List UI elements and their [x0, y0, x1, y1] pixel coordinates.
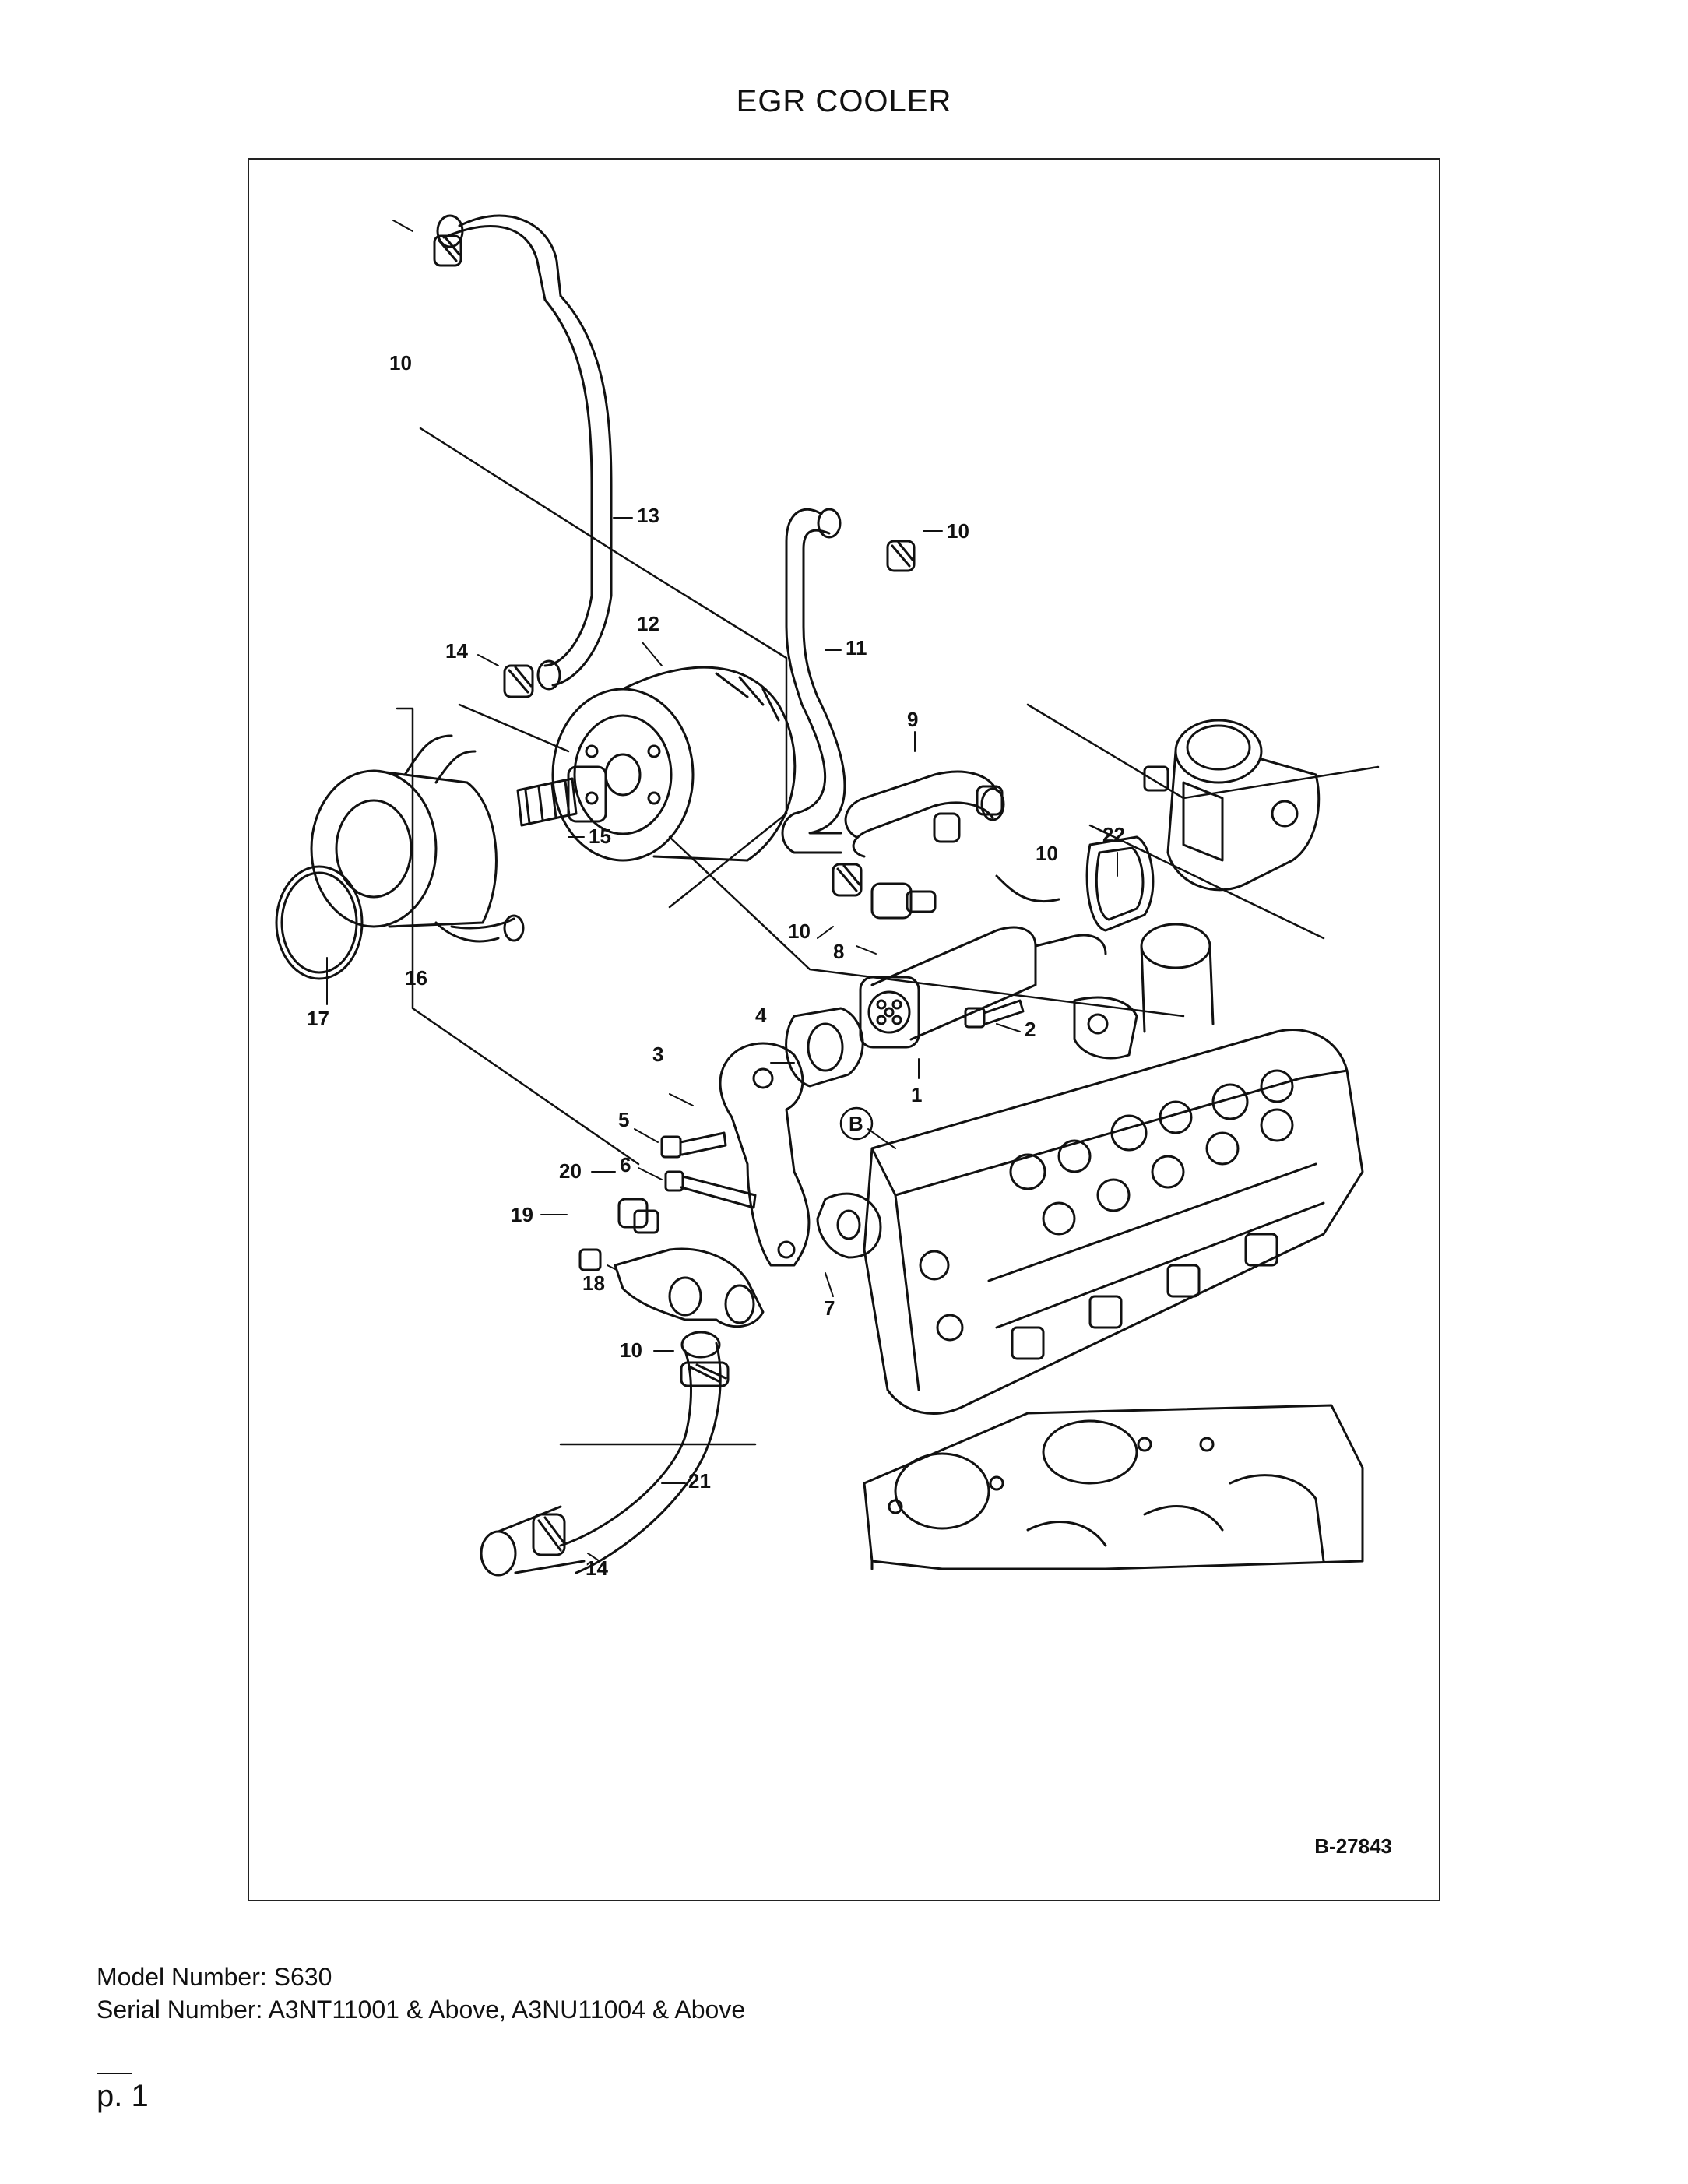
page-title: EGR COOLER — [736, 84, 952, 118]
callout-2: 2 — [1025, 1018, 1036, 1041]
drawing-code: B-27843 — [1314, 1834, 1392, 1858]
callout-9: 9 — [907, 708, 918, 731]
callout-4: 4 — [755, 1004, 767, 1027]
callout-3: 3 — [652, 1043, 663, 1066]
hose-9 — [844, 770, 1005, 858]
callout-8: 8 — [833, 940, 844, 963]
callout-14: 14 — [445, 639, 468, 663]
callout-15: 15 — [589, 825, 611, 848]
model-number: Model Number: S630 — [97, 1963, 332, 1991]
bolt-2 — [964, 999, 1025, 1029]
cylinder-head — [863, 1028, 1364, 1415]
diagram-frame: 10 13 12 14 15 16 17 10 11 9 22 10 10 8 … — [248, 158, 1440, 1901]
pipe-18 — [614, 1247, 765, 1328]
engine-block — [863, 1404, 1364, 1570]
callout-labels: 10 13 12 14 15 16 17 10 11 9 22 10 10 8 … — [307, 351, 1125, 1580]
callout-11: 11 — [846, 636, 867, 659]
callout-10: 10 — [947, 519, 969, 543]
oil-filter-12 — [551, 666, 797, 862]
callout-22: 22 — [1102, 823, 1125, 846]
callout-1: 1 — [911, 1083, 922, 1106]
callout-7: 7 — [824, 1296, 835, 1320]
callout-6: 6 — [620, 1153, 631, 1176]
gasket-4 — [785, 1007, 864, 1088]
plug-19 — [578, 1248, 602, 1271]
reference-marker-b-label: B — [849, 1112, 863, 1135]
o-ring-17 — [275, 865, 364, 980]
page-number: p. 1 — [97, 2079, 149, 2113]
fitting-8 — [870, 882, 937, 920]
clamp-14-lower — [532, 1513, 566, 1556]
callout-20: 20 — [559, 1159, 582, 1183]
callout-10: 10 — [788, 920, 811, 943]
page-number-rule — [97, 2073, 132, 2074]
clamp-10-lower-mid — [832, 863, 863, 897]
hose-21 — [480, 1331, 722, 1577]
gasket-22 — [1085, 835, 1155, 932]
bolt-6 — [664, 1170, 757, 1209]
callout-13: 13 — [637, 504, 659, 527]
serial-number: Serial Number: A3NT11001 & Above, A3NU11… — [97, 1996, 746, 2024]
callout-5: 5 — [618, 1108, 629, 1131]
callout-10: 10 — [620, 1338, 642, 1362]
document-metadata: Model Number: S630 Serial Number: A3NT11… — [97, 1961, 745, 2026]
egr-cooler-1 — [859, 874, 1107, 1049]
callout-10: 10 — [389, 351, 412, 375]
callout-19: 19 — [511, 1203, 533, 1226]
oil-filler — [1073, 923, 1215, 1060]
adapter-15 — [516, 765, 607, 827]
clamp-10-lower — [680, 1361, 730, 1387]
callout-17: 17 — [307, 1007, 329, 1030]
bracket-3 — [719, 1042, 811, 1267]
callout-14: 14 — [586, 1556, 608, 1580]
fitting-20 — [617, 1198, 659, 1234]
hose-13 — [436, 214, 613, 691]
clamp-10-right — [933, 785, 1004, 843]
gasket-7 — [816, 1192, 882, 1259]
callout-10: 10 — [1036, 842, 1058, 865]
egr-valve — [1143, 719, 1321, 892]
exploded-parts-drawing: 10 13 12 14 15 16 17 10 11 9 22 10 10 8 … — [275, 214, 1380, 1580]
oil-cooler-16 — [310, 734, 525, 943]
callout-16: 16 — [405, 966, 427, 990]
assembly-lines — [396, 427, 1380, 1446]
clamp-14-mid — [503, 664, 534, 698]
reference-marker-b: B — [839, 1106, 874, 1141]
hose-11 — [781, 508, 846, 854]
callout-21: 21 — [688, 1469, 711, 1493]
callout-leaders — [326, 220, 1118, 1562]
bolt-5 — [660, 1131, 727, 1159]
callout-18: 18 — [582, 1271, 605, 1295]
clamp-10-top — [433, 234, 462, 267]
callout-12: 12 — [637, 612, 659, 635]
clamp-10-upper — [886, 540, 916, 572]
